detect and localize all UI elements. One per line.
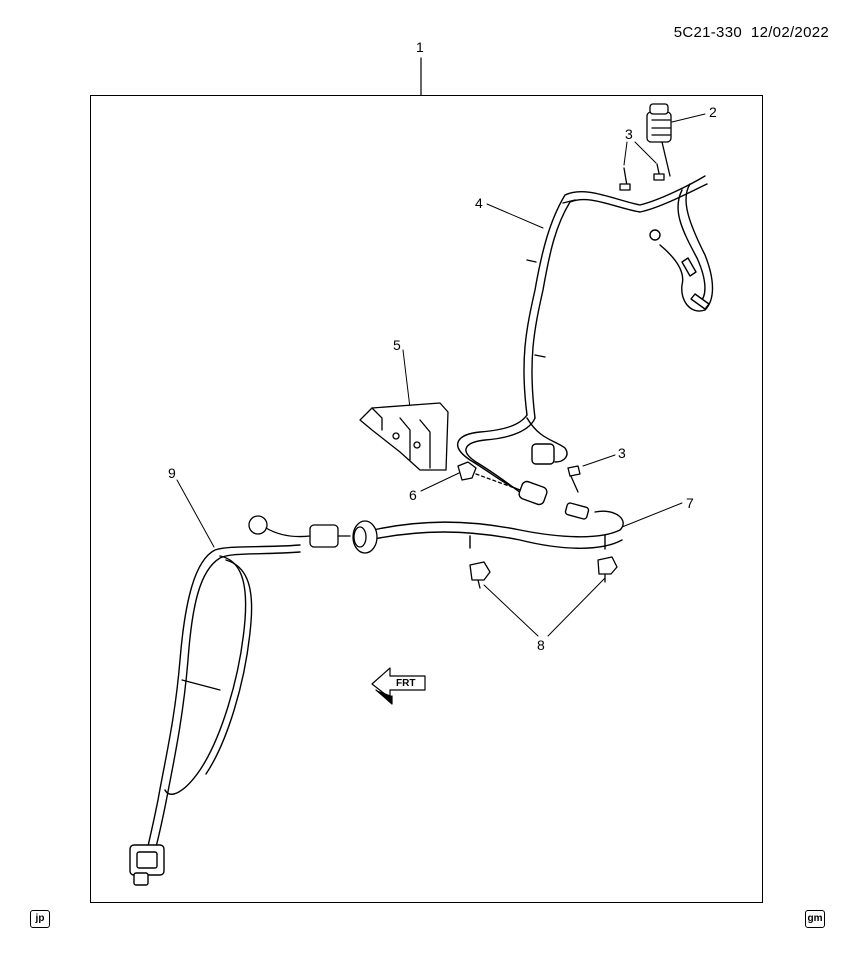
grommet-connector <box>248 515 378 554</box>
diagram-code: 5C21-330 <box>673 24 742 41</box>
cable-9 <box>129 544 301 886</box>
callout-6: 6 <box>409 487 417 503</box>
harness-mid <box>457 414 568 506</box>
diagram-date: 12/02/2022 <box>750 24 829 41</box>
frt-arrow-icon <box>371 667 426 705</box>
leader-3a-2 <box>634 141 657 164</box>
callout-5: 5 <box>393 337 401 353</box>
leader-7 <box>621 502 683 528</box>
callout-1: 1 <box>416 39 424 55</box>
leader-4 <box>486 203 544 229</box>
callout-2: 2 <box>709 104 717 120</box>
callout-4: 4 <box>475 195 483 211</box>
connector-2 <box>646 103 672 177</box>
harness-4 <box>523 175 714 419</box>
callout-3-top: 3 <box>625 126 633 142</box>
callout-8: 8 <box>537 637 545 653</box>
leader-2 <box>671 113 706 123</box>
leader-8b <box>547 577 606 637</box>
clip-6 <box>457 461 521 491</box>
diagram-reference-code: 5C21-330 12/02/2022 <box>674 24 829 41</box>
leader-9 <box>176 479 215 548</box>
leader-3a-1 <box>623 141 628 166</box>
bolt-3a <box>619 163 665 191</box>
frt-label: FRT <box>396 678 416 689</box>
leader-6 <box>420 472 460 492</box>
leader-8a <box>483 584 539 637</box>
clips-8 <box>469 556 618 589</box>
diagram-frame <box>90 95 763 903</box>
leader-5 <box>402 349 411 409</box>
callout-7: 7 <box>686 495 694 511</box>
callout-3-bottom: 3 <box>618 445 626 461</box>
bolt-3b <box>567 465 581 493</box>
bracket-5 <box>359 402 449 471</box>
gm-logo-badge: gm <box>805 910 825 928</box>
jp-badge: jp <box>30 910 50 928</box>
harness-7 <box>359 502 624 550</box>
callout-9: 9 <box>168 465 176 481</box>
leader-3b <box>582 454 616 467</box>
